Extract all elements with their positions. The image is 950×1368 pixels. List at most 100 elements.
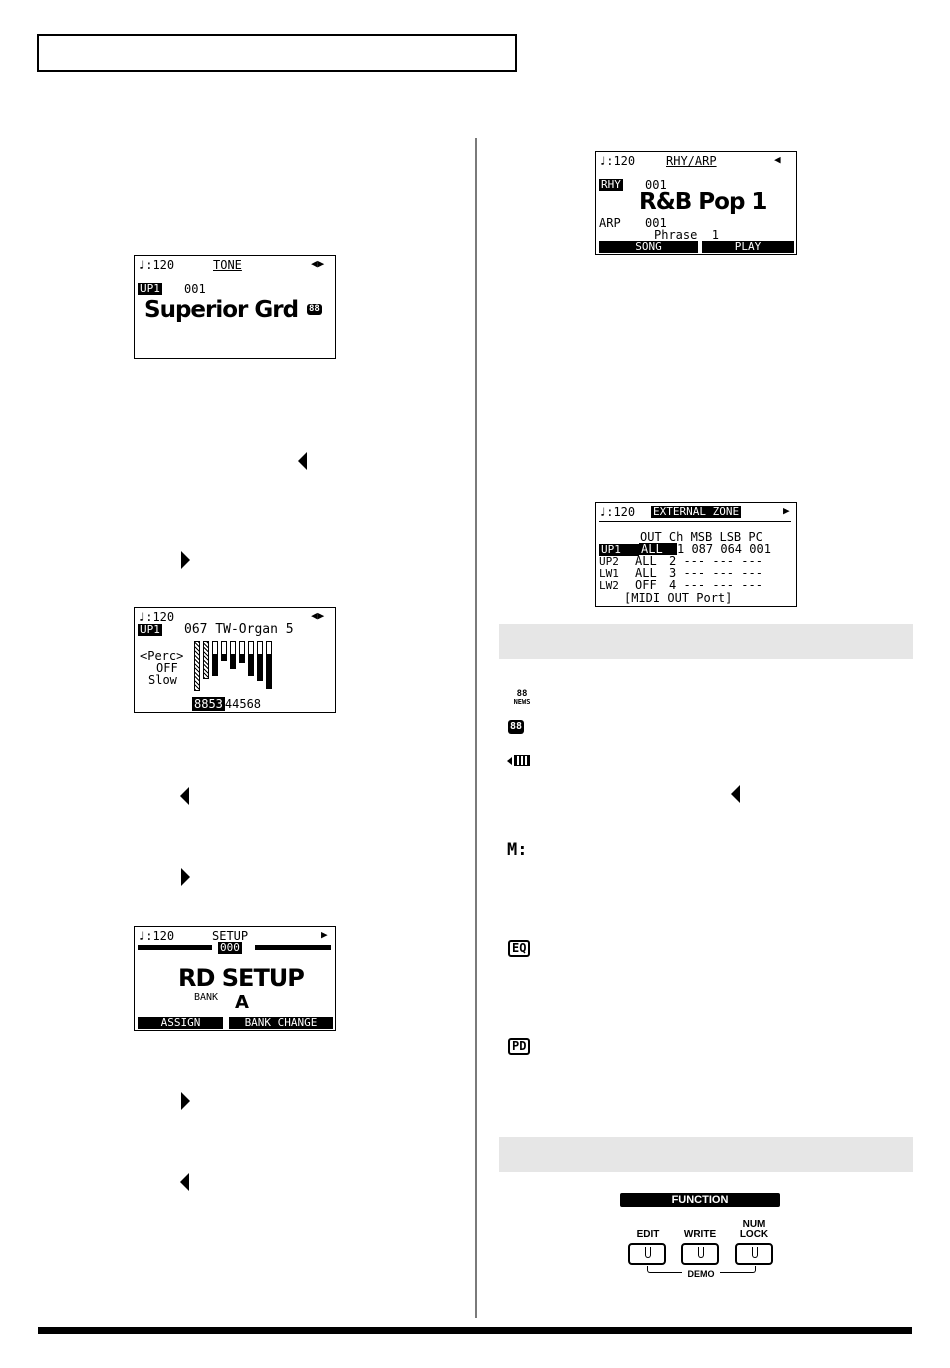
left-arrow-icon — [298, 452, 307, 470]
drawbar-values-highlight: 8853 — [192, 697, 225, 711]
zone-out: ALL — [639, 543, 677, 555]
88-badge-icon: 88 — [508, 720, 525, 734]
column-divider — [475, 138, 477, 1318]
left-right-arrows-icon: ◀▶ — [311, 609, 325, 622]
left-right-arrows-icon: ◀▶ — [311, 257, 325, 270]
zone-part: UP1 — [599, 544, 639, 556]
title-rule-right — [255, 945, 331, 950]
bank-value: A — [235, 992, 249, 1013]
setup-number: 000 — [218, 941, 242, 954]
rhythm-name: R&B Pop 1 — [639, 189, 767, 215]
title-rule-left — [138, 945, 212, 950]
drawbar — [203, 641, 209, 679]
screen-title: SETUP — [212, 929, 249, 943]
zone-out: ALL — [635, 554, 657, 568]
demo-label: DEMO — [682, 1270, 720, 1279]
88-badge-icon: 88 — [307, 304, 322, 315]
numlock-label-bottom: LOCK — [739, 1229, 769, 1240]
numlock-button[interactable] — [735, 1243, 773, 1265]
tempo-readout: ♩:120 — [138, 610, 175, 624]
zone-out: ALL — [635, 566, 657, 580]
part-label: UP1 — [138, 282, 162, 295]
rhythm-arpeggio-screen: ♩:120 RHY/ARP ◀ RHY 001 R&B Pop 1 ARP 00… — [595, 151, 797, 255]
screen-title: EXTERNAL ZONE — [651, 505, 742, 518]
news-icon: 88 NEWS — [507, 689, 537, 707]
right-arrow-icon — [181, 551, 190, 569]
function-key-bank-change[interactable]: BANK CHANGE — [229, 1017, 333, 1029]
m-icon: M: — [507, 840, 528, 860]
tempo-readout: ♩:120 — [599, 154, 636, 168]
table-row: LW1 ALL 3 --- --- --- — [599, 567, 763, 580]
drawbar — [239, 641, 245, 663]
rhythm-number: 001 — [645, 178, 667, 192]
screen-title: RHY/ARP — [666, 154, 717, 168]
arp-label: ARP — [599, 216, 621, 230]
edit-button[interactable] — [628, 1243, 666, 1265]
numlock-label-top: NUM — [742, 1219, 766, 1230]
tempo-readout: ♩:120 — [599, 505, 636, 519]
right-arrow-icon — [181, 1092, 190, 1110]
footer-bar — [38, 1327, 912, 1334]
percussion-speed: Slow — [148, 673, 177, 687]
zone-values: 2 --- --- --- — [669, 554, 763, 568]
left-arrow-icon — [731, 785, 740, 803]
tone-name: Superior Grd — [144, 297, 299, 323]
header-box — [37, 34, 517, 72]
drawbar — [257, 641, 263, 681]
drawbar — [212, 641, 218, 676]
tempo-readout: ♩:120 — [138, 929, 175, 943]
zone-footer: [MIDI OUT Port] — [624, 591, 733, 605]
right-arrow-icon: ▶ — [321, 928, 328, 941]
percussion-label: <Perc> — [140, 649, 184, 663]
eq-icon: EQ — [508, 940, 531, 957]
write-button[interactable] — [681, 1243, 719, 1265]
function-key-song[interactable]: SONG — [599, 241, 698, 253]
title-rule — [599, 521, 791, 522]
table-row: UP2 ALL 2 --- --- --- — [599, 555, 763, 568]
zone-part: UP2 — [599, 555, 619, 568]
external-zone-screen: ♩:120 EXTERNAL ZONE ▶ OUT Ch MSB LSB PC … — [595, 502, 797, 607]
percussion-state: OFF — [156, 661, 178, 675]
drawbars — [194, 641, 278, 693]
drawbar — [266, 641, 272, 689]
news-icon-top: 88 — [516, 689, 528, 699]
left-arrow-icon: ◀ — [774, 153, 781, 166]
zone-values: 4 --- --- --- — [669, 578, 763, 592]
arp-phrase: Phrase 1 — [654, 228, 720, 242]
drawbar — [248, 641, 254, 676]
function-key-play[interactable]: PLAY — [702, 241, 794, 253]
section-heading-bar — [499, 624, 913, 659]
function-panel: FUNCTION EDIT WRITE NUM LOCK DEMO — [614, 1190, 786, 1285]
section-heading-bar — [499, 1137, 913, 1172]
news-icon-bottom: NEWS — [513, 698, 531, 706]
zone-part: LW1 — [599, 567, 619, 580]
drawbar-values-rest: 44568 — [224, 697, 262, 711]
function-label: FUNCTION — [620, 1193, 780, 1207]
bank-label: BANK — [194, 992, 219, 1003]
drawbar — [194, 641, 200, 691]
keyboard-left-icon — [507, 754, 533, 768]
tempo-readout: ♩:120 — [138, 258, 175, 272]
function-key-assign[interactable]: ASSIGN — [138, 1017, 223, 1029]
edit-label: EDIT — [636, 1229, 660, 1240]
table-row: LW2 OFF 4 --- --- --- — [599, 579, 763, 592]
write-label: WRITE — [683, 1229, 717, 1240]
part-label: UP1 — [138, 623, 162, 636]
left-arrow-icon — [180, 787, 189, 805]
zone-out: OFF — [635, 578, 657, 592]
pd-icon: PD — [508, 1038, 531, 1055]
right-arrow-icon: ▶ — [783, 504, 790, 517]
tone-number: 001 — [184, 282, 206, 296]
left-arrow-icon — [180, 1173, 189, 1191]
arp-number: 001 — [645, 216, 667, 230]
zone-values: 3 --- --- --- — [669, 566, 763, 580]
tone-screen: ♩:120 TONE ◀▶ UP1 001 Superior Grd 88 — [134, 255, 336, 359]
zone-values: 1 087 064 001 — [677, 542, 771, 556]
zone-table-header: OUT Ch MSB LSB PC — [640, 530, 763, 544]
rhythm-tag: RHY — [599, 178, 623, 191]
organ-screen: ♩:120 ◀▶ UP1 067 TW-Organ 5 <Perc> OFF S… — [134, 607, 336, 713]
zone-part: LW2 — [599, 579, 619, 592]
